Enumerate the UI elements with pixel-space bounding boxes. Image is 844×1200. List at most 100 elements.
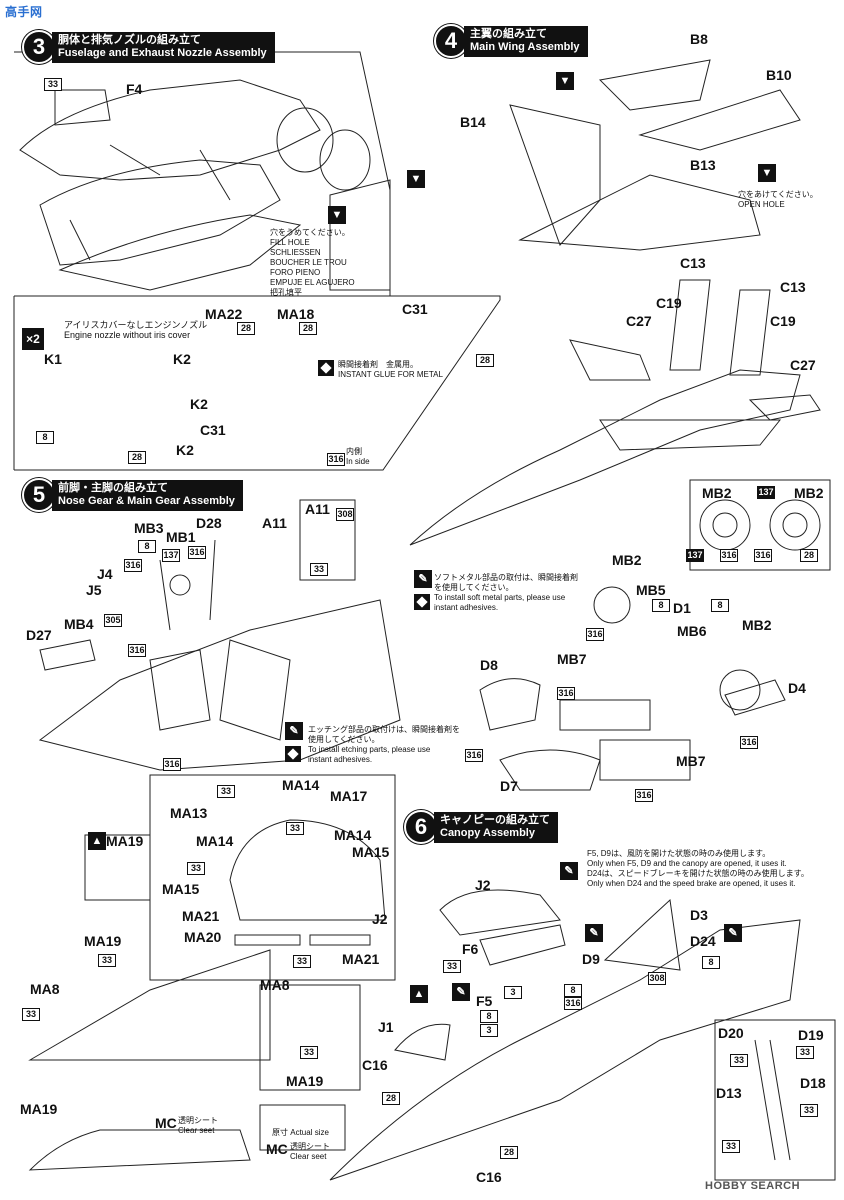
part-label: C13 (780, 279, 806, 295)
part-label: MA14 (196, 833, 234, 849)
glue-icon (318, 360, 334, 376)
soft-metal-note: ソフトメタル部品の取付は、瞬間接着剤を使用してください。To install s… (434, 573, 578, 612)
part-label: C16 (476, 1169, 502, 1185)
part-label: F4 (126, 81, 143, 97)
part-label: D3 (690, 907, 708, 923)
part-label: MA21 (182, 908, 220, 924)
watermark-left: 高手网 (5, 5, 43, 19)
paint-code: 137 (162, 549, 180, 562)
paint-code: 308 (336, 508, 354, 521)
paint-code: 316 (557, 687, 575, 700)
part-label: MB6 (677, 623, 707, 639)
part-label: MB2 (794, 485, 824, 501)
paint-code: 316 (188, 546, 206, 559)
glue-note: 瞬間接着剤 金属用。INSTANT GLUE FOR METAL (338, 360, 443, 379)
part-label: MB5 (636, 582, 666, 598)
part-label: MC (266, 1141, 288, 1157)
step-number: 6 (404, 810, 438, 844)
paint-code: 8 (711, 599, 729, 612)
open-hole-icon: ▼ (556, 72, 574, 90)
paint-code: 8 (702, 956, 720, 969)
part-label: MB2 (612, 552, 642, 568)
paint-code: 316 (163, 758, 181, 771)
fill-hole-icon: ▼ (328, 206, 346, 224)
part-label: MA14 (282, 777, 320, 793)
paint-code: 316 (740, 736, 758, 749)
part-label: MA19 (84, 933, 122, 949)
part-label: C27 (626, 313, 652, 329)
part-label: MA8 (260, 977, 290, 993)
part-label: D9 (582, 951, 600, 967)
paint-code: 28 (299, 322, 317, 335)
step-number: 3 (22, 30, 56, 64)
paint-code: 33 (800, 1104, 818, 1117)
fill-hole-icon: ▼ (407, 170, 425, 188)
part-label: D13 (716, 1085, 742, 1101)
paint-code: 33 (310, 563, 328, 576)
notice-icon: ✎ (452, 983, 470, 1001)
part-label: B13 (690, 157, 716, 173)
part-label: C19 (770, 313, 796, 329)
paint-code: 33 (187, 862, 205, 875)
glue-icon (414, 594, 430, 610)
part-label: D18 (800, 1075, 826, 1091)
paint-code: 33 (22, 1008, 40, 1021)
paint-code: 316 (327, 453, 345, 466)
etching-icon: ✎ (285, 722, 303, 740)
part-label: C27 (790, 357, 816, 373)
part-label: D4 (788, 680, 806, 696)
part-label: K1 (44, 351, 62, 367)
part-label: MA19 (20, 1101, 58, 1117)
actual-size-note: 原寸 Actual size (272, 1128, 329, 1137)
part-label: C16 (362, 1057, 388, 1073)
paint-code: 33 (293, 955, 311, 968)
paint-code: 137 (757, 486, 775, 499)
paint-code: 305 (104, 614, 122, 627)
paint-code: 33 (300, 1046, 318, 1059)
part-label: J4 (97, 566, 113, 582)
part-label: D7 (500, 778, 518, 794)
notice-icon: ✎ (560, 862, 578, 880)
canopy-note: F5, D9は、風防を開けた状態の時のみ使用します。Only when F5, … (587, 849, 809, 888)
notice-icon: ✎ (724, 924, 742, 942)
part-label: K2 (176, 442, 194, 458)
open-hole-note: 穴をあけてください。OPEN HOLE (738, 190, 818, 209)
paint-code: 33 (286, 822, 304, 835)
paint-code: 33 (722, 1140, 740, 1153)
part-label: K2 (190, 396, 208, 412)
part-label: C31 (402, 301, 428, 317)
part-label: D1 (673, 600, 691, 616)
part-label: MB2 (702, 485, 732, 501)
paint-code: 28 (128, 451, 146, 464)
part-label: D27 (26, 627, 52, 643)
soft-metal-icon: ✎ (414, 570, 432, 588)
paint-code: 316 (564, 997, 582, 1010)
open-hole-icon: ▼ (758, 164, 776, 182)
paint-code: 33 (98, 954, 116, 967)
paint-code: 33 (730, 1054, 748, 1067)
paint-code: 33 (796, 1046, 814, 1059)
part-label: D8 (480, 657, 498, 673)
paint-code: 33 (443, 960, 461, 973)
part-label: MB7 (557, 651, 587, 667)
part-label: C19 (656, 295, 682, 311)
etching-note: エッチング部品の取付けは、瞬間接着剤を使用してください。To install e… (308, 725, 460, 764)
part-label: D20 (718, 1025, 744, 1041)
part-label: MA20 (184, 929, 222, 945)
paint-code: 8 (480, 1010, 498, 1023)
part-label: MA22 (205, 306, 243, 322)
part-label: D19 (798, 1027, 824, 1043)
paint-code: 3 (480, 1024, 498, 1037)
part-label: B8 (690, 31, 708, 47)
part-label: MA15 (162, 881, 200, 897)
paint-code: 3 (504, 986, 522, 999)
